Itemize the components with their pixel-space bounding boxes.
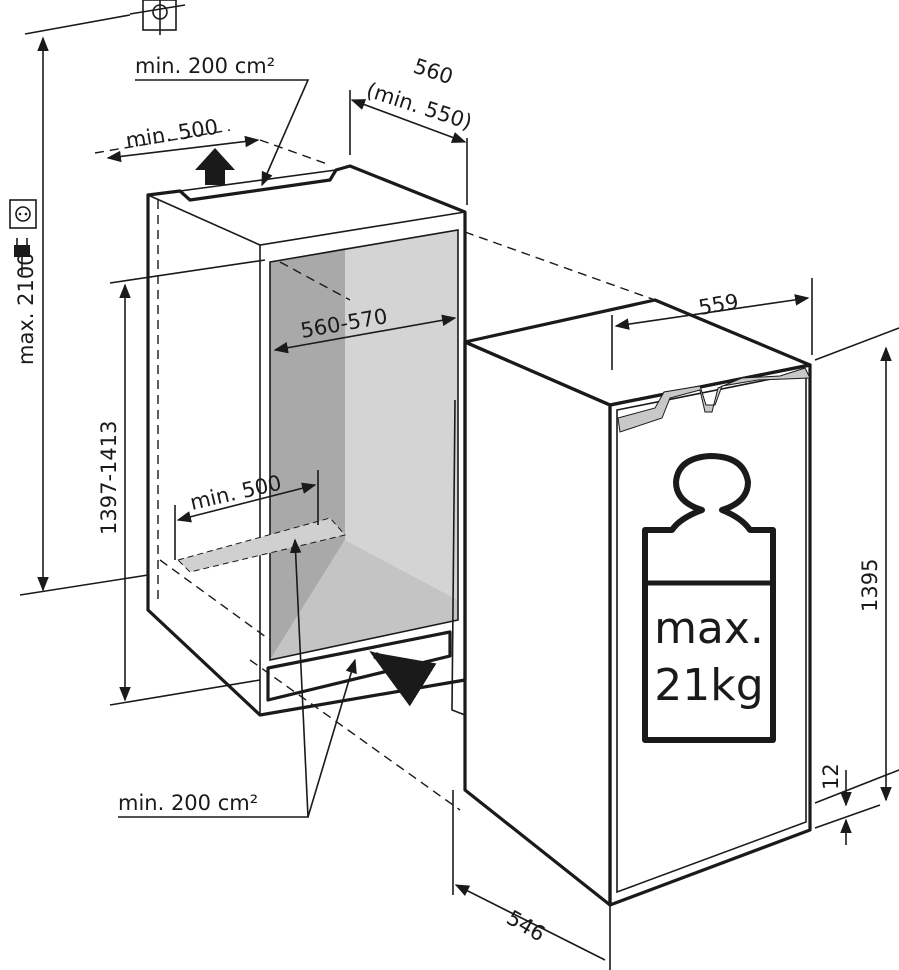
niche-depth-min-label: (min. 550) <box>363 78 474 135</box>
airflow-up-arrow <box>195 148 235 185</box>
max-height-label: max. 2100 <box>14 252 38 365</box>
niche-depth-dimension: 560 (min. 550) <box>349 54 475 205</box>
top-clearance-label: min. 500 <box>124 115 220 153</box>
power-plug-icon <box>14 238 30 275</box>
appliance-depth-dimension: 546 <box>452 790 611 970</box>
plinth-gap-dimension: 12 <box>814 763 881 845</box>
bottom-vent-annotation: min. 200 cm² <box>118 538 437 818</box>
plinth-gap-label: 12 <box>819 763 843 790</box>
cabinet-niche <box>146 164 467 717</box>
appliance-height-dimension: 1395 <box>814 327 899 804</box>
weight-icon: max. 21kg <box>642 453 776 743</box>
top-vent-annotation: min. 500 min. 200 cm² <box>94 54 331 187</box>
niche-height-dimension: 1397-1413 <box>97 259 266 706</box>
niche-height-label: 1397-1413 <box>97 421 121 535</box>
appliance-height-label: 1395 <box>858 559 882 612</box>
top-vent-area-label: min. 200 cm² <box>135 54 275 78</box>
appliance-width-label: 559 <box>697 289 741 320</box>
niche-depth-label: 560 <box>410 54 456 89</box>
max-height-dimension: max. 2100 <box>14 36 149 596</box>
weight-line1: max. <box>654 603 764 654</box>
wall-anchor-icon <box>24 0 186 35</box>
bottom-vent-area-label: min. 200 cm² <box>118 791 258 815</box>
power-socket-icon <box>9 199 37 229</box>
weight-line2: 21kg <box>654 660 763 711</box>
